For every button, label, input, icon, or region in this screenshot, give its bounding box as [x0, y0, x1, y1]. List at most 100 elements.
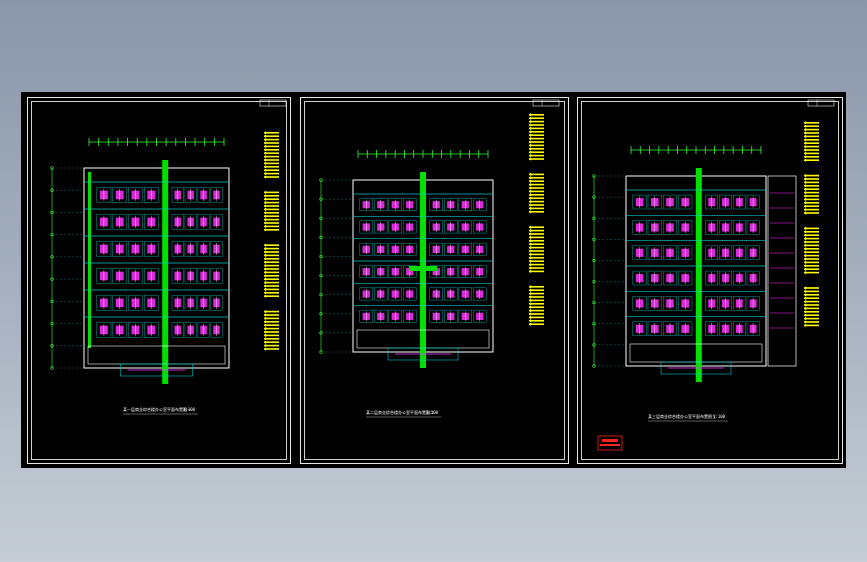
legend-mark [265, 247, 267, 250]
legend-mark [265, 131, 267, 135]
room-cell [678, 296, 693, 311]
legend-line [264, 292, 279, 294]
legend-mark [265, 323, 267, 327]
legend-mark [265, 291, 267, 295]
room-cell [719, 296, 732, 311]
room-cell [705, 270, 718, 286]
legend-line [529, 141, 544, 143]
room-cell [197, 187, 210, 203]
legend-line [264, 310, 279, 313]
legend-mark [530, 302, 532, 306]
room-cell [171, 214, 184, 230]
room-cell [705, 321, 718, 336]
legend-mark [265, 221, 267, 225]
legend-mark [265, 250, 267, 254]
legend-line [529, 187, 544, 189]
legend-mark [265, 141, 267, 145]
axis-bubble [592, 258, 596, 263]
service-area [87, 345, 226, 365]
legend-mark [805, 201, 807, 205]
room-cell [647, 220, 662, 235]
room-cell [705, 245, 718, 260]
legend-line [804, 212, 819, 214]
legend-mark [265, 288, 267, 291]
legend-line [264, 166, 279, 168]
legend-line [264, 222, 279, 224]
room-cell [388, 287, 402, 301]
legend-line [529, 316, 544, 319]
legend-line [804, 205, 819, 207]
legend-mark [265, 347, 267, 351]
drawing-sheet-2[interactable]: 某二层商业综合楼办公室平面布置图二 1:100 [300, 97, 569, 464]
legend-mark [805, 313, 807, 317]
legend-line [804, 290, 819, 293]
legend-mark [530, 256, 532, 260]
sheet-inner-border [581, 101, 839, 460]
legend-line [529, 148, 544, 150]
room-cell [732, 245, 746, 260]
legend-line [264, 152, 279, 154]
legend-mark [805, 244, 807, 247]
legend-mark [265, 228, 267, 232]
legend-mark [805, 198, 807, 201]
room-cell [473, 309, 487, 323]
legend-mark [805, 257, 807, 261]
axis-bubble [319, 350, 323, 354]
cad-drawing-viewport[interactable]: 某一层商业综合楼办公室平面布置图一 1:100 某二层商业综合楼办公室平面布置图… [21, 92, 846, 468]
legend-line [264, 149, 279, 151]
legend-mark [265, 172, 267, 175]
room-cell [458, 198, 472, 211]
axis-bubble [592, 279, 596, 284]
legend-line [529, 137, 544, 140]
room-cell [746, 245, 760, 260]
legend-mark [265, 197, 267, 201]
legend-line [804, 321, 819, 323]
drawing-sheet-1[interactable]: 某一层商业综合楼办公室平面布置图一 1:100 [27, 97, 291, 464]
legend-mark [265, 277, 267, 281]
legend-mark [530, 210, 532, 214]
legend-line [529, 180, 544, 182]
room-cell [678, 270, 693, 286]
room-cell [458, 265, 472, 278]
legend-mark [805, 194, 807, 198]
legend-line [804, 208, 819, 211]
room-cell [388, 198, 402, 211]
legend-line [804, 128, 819, 131]
room-cell [184, 214, 197, 230]
room-cell [429, 287, 443, 301]
legend-line [804, 251, 819, 253]
drawing-sheet-3[interactable]: 某三层商业综合楼办公室平面布置图三 1:100 [577, 97, 843, 464]
legend-mark [530, 140, 532, 144]
legend-line [529, 253, 544, 256]
legend-mark [265, 165, 267, 169]
legend-mark [265, 294, 267, 298]
legend-mark [265, 208, 267, 211]
legend-mark [805, 121, 807, 125]
axis-bubble [50, 321, 54, 326]
plan-title-1: 某一层商业综合楼办公室平面布置图一 [123, 406, 191, 412]
axis-bubble [592, 343, 596, 347]
legend-line [804, 271, 819, 274]
room-cell [719, 194, 732, 210]
room-cell [374, 198, 388, 211]
room-cell [374, 220, 388, 234]
legend-line [264, 275, 279, 277]
legend-mark [265, 320, 267, 324]
stamp-mark [600, 444, 620, 446]
legend-line [264, 162, 279, 165]
legend-line [804, 317, 819, 320]
room-cell [128, 241, 143, 257]
room-cell [444, 220, 458, 234]
room-cell [143, 241, 159, 257]
legend-line [264, 142, 279, 144]
legend-mark [805, 148, 807, 152]
legend-line [529, 117, 544, 119]
room-cell [719, 270, 732, 286]
legend-line [264, 338, 279, 340]
legend-line [529, 270, 544, 273]
legend-mark [805, 158, 807, 162]
legend-mark [265, 317, 267, 320]
legend-mark [805, 181, 807, 184]
legend-mark [530, 186, 532, 190]
legend-line [264, 281, 279, 284]
